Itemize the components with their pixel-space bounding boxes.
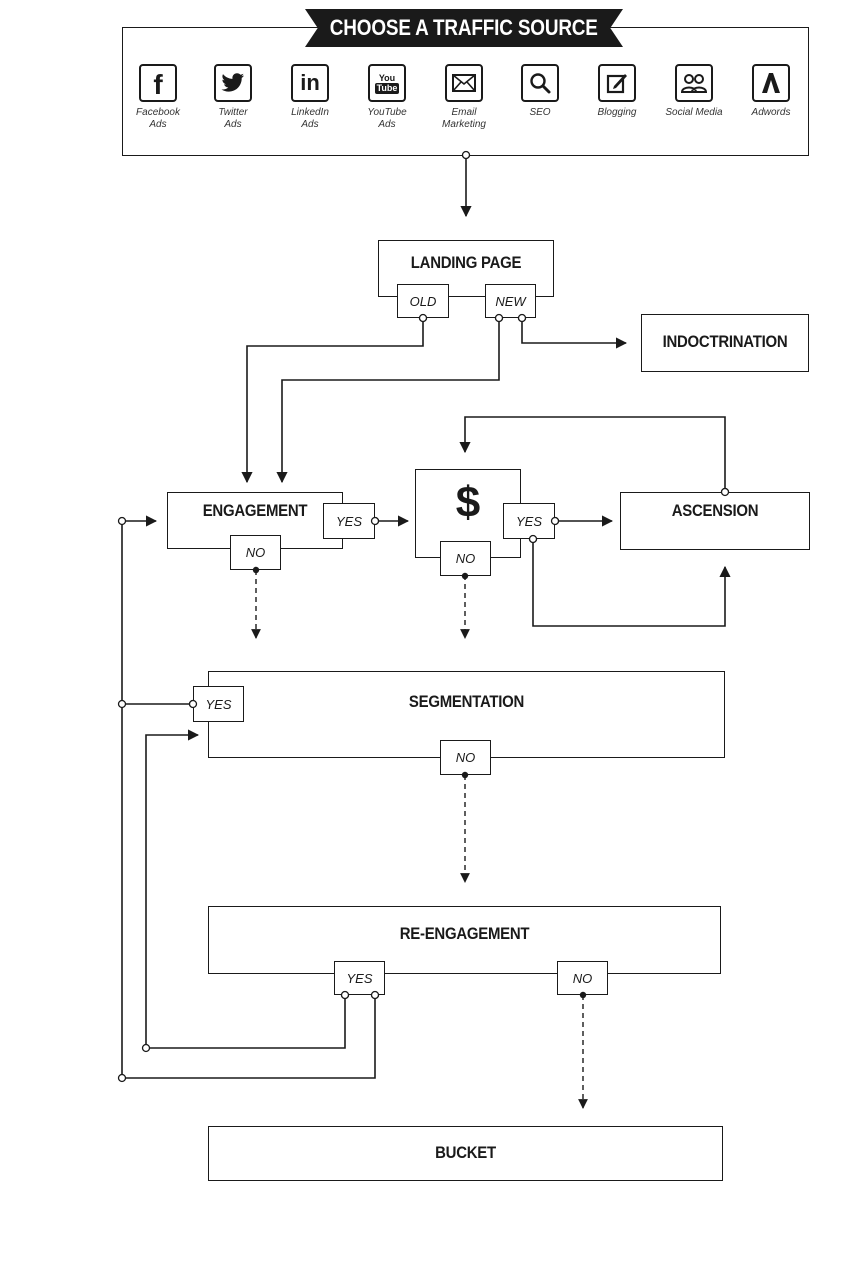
junction-dot (117, 1073, 127, 1083)
source-seo[interactable]: SEO (503, 64, 577, 119)
source-blogging[interactable]: Blogging (580, 64, 654, 119)
segmentation-no-tag: NO (440, 740, 491, 775)
source-label: Adwords (751, 107, 791, 118)
landing-new-tag: NEW (485, 284, 536, 318)
connector-reengage-yes-segmentation (145, 729, 346, 1049)
youtube-icon: You Tube (368, 64, 406, 102)
connector-old-engagement (241, 318, 424, 484)
bucket-title: BUCKET (435, 1143, 496, 1162)
junction-dot (117, 516, 127, 526)
reengagement-no-tag: NO (557, 961, 608, 995)
source-label: LinkedIn Ads (291, 107, 329, 130)
connector-ascension-loop (459, 416, 726, 492)
connector-new-engagement (276, 318, 500, 484)
reengagement-node: RE-ENGAGEMENT (208, 906, 721, 974)
engagement-no-tag: NO (230, 535, 281, 570)
blogging-icon (598, 64, 636, 102)
source-twitter-ads[interactable]: Twitter Ads (196, 64, 270, 131)
linkedin-icon: in (291, 64, 329, 102)
indoctrination-title: INDOCTRINATION (662, 332, 788, 351)
engagement-node: ENGAGEMENT (167, 492, 343, 549)
source-label: Twitter Ads (218, 107, 248, 130)
adwords-icon (752, 64, 790, 102)
social-media-icon (675, 64, 713, 102)
purchase-no-tag: NO (440, 541, 491, 576)
source-label: YouTube Ads (367, 107, 407, 130)
traffic-source-banner: CHOOSE A TRAFFIC SOURCE (305, 9, 623, 47)
segmentation-yes-tag: YES (193, 686, 244, 722)
traffic-source-title: CHOOSE A TRAFFIC SOURCE (330, 15, 598, 40)
engagement-title: ENGAGEMENT (202, 501, 308, 520)
junction-dot (117, 699, 127, 709)
source-label: SEO (529, 107, 551, 118)
source-youtube-ads[interactable]: You Tube YouTube Ads (350, 64, 424, 131)
source-label: Facebook Ads (136, 107, 180, 130)
reengagement-title: RE-ENGAGEMENT (399, 924, 530, 943)
connector-new-indoctrination (521, 318, 628, 349)
junction-dot (141, 1043, 151, 1053)
purchase-yes-tag: YES (503, 503, 555, 539)
landing-page-title: LANDING PAGE (410, 253, 522, 272)
twitter-icon (214, 64, 252, 102)
dollar-icon: $ (455, 478, 481, 527)
source-email-marketing[interactable]: Email Marketing (427, 64, 501, 131)
search-icon (521, 64, 559, 102)
source-label: Blogging (597, 107, 637, 118)
source-facebook-ads[interactable]: f Facebook Ads (121, 64, 195, 131)
source-adwords[interactable]: Adwords (734, 64, 808, 119)
source-social-media[interactable]: Social Media (657, 64, 731, 119)
source-label: Social Media (665, 107, 723, 118)
facebook-icon: f (139, 64, 177, 102)
reengagement-yes-tag: YES (334, 961, 385, 995)
ascension-node: ASCENSION (620, 492, 810, 550)
indoctrination-node: INDOCTRINATION (641, 314, 809, 372)
landing-old-tag: OLD (397, 284, 449, 318)
ascension-title: ASCENSION (671, 501, 759, 520)
source-linkedin-ads[interactable]: in LinkedIn Ads (273, 64, 347, 131)
connector-purchase-ascension-bottom (532, 539, 731, 627)
engagement-yes-tag: YES (323, 503, 375, 539)
email-icon (445, 64, 483, 102)
connector-reengage-yes-trunk (122, 995, 376, 1079)
segmentation-title: SEGMENTATION (408, 692, 525, 711)
bucket-node: BUCKET (208, 1126, 723, 1181)
source-label: Email Marketing (442, 107, 486, 130)
connector-left-trunk (121, 515, 158, 1078)
